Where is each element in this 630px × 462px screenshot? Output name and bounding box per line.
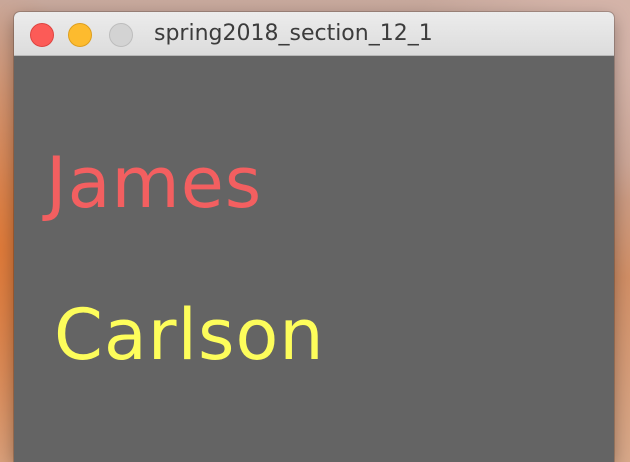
first-name-text: James [46,142,263,224]
minimize-button-icon[interactable] [68,23,92,47]
window-title: spring2018_section_12_1 [154,21,433,46]
title-bar[interactable]: spring2018_section_12_1 [14,12,614,56]
sketch-canvas: James Carlson [14,56,614,462]
app-window: spring2018_section_12_1 James Carlson [14,12,614,462]
close-button-icon[interactable] [30,23,54,47]
zoom-button-icon[interactable] [109,23,133,47]
last-name-text: Carlson [54,294,325,376]
